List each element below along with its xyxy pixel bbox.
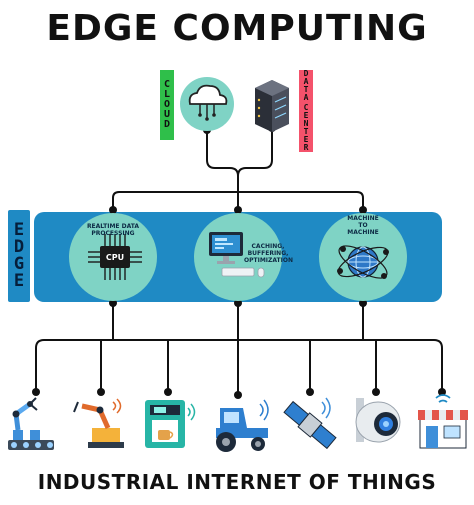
dc-label-letter: A <box>303 93 309 102</box>
caption-line: BUFFERING, <box>247 250 289 257</box>
dc-label-letter: E <box>303 135 309 144</box>
tractor-icon <box>216 399 269 452</box>
caption-line: MACHINE <box>347 229 379 236</box>
cpu-label: CPU <box>106 253 124 262</box>
edge-label-letter: E <box>13 220 25 240</box>
robot-arm-icon <box>8 397 54 450</box>
dc-label-letter: A <box>303 77 309 86</box>
edge-label-letter: E <box>13 271 25 291</box>
cloud-label-letter: O <box>163 99 171 110</box>
edge-label: E D G E <box>8 210 30 302</box>
caption-line: OPTIMIZATION <box>244 257 294 264</box>
caption-line: TO <box>358 222 368 229</box>
caption-line: MACHINE <box>347 215 379 222</box>
cloud-label-letter: C <box>163 79 171 90</box>
cloud-icon <box>180 77 234 131</box>
dc-label-letter: R <box>303 143 309 152</box>
edge-label-letter: G <box>13 254 25 274</box>
dc-label-letter: D <box>303 69 309 78</box>
caption-line: REALTIME DATA <box>86 223 140 230</box>
server-rack-icon <box>255 80 289 132</box>
dc-label-letter: C <box>303 103 309 112</box>
dc-label-letter: T <box>303 127 309 136</box>
footer-caption: INDUSTRIAL INTERNET OF THINGS <box>37 470 437 494</box>
data-center-label: D A T A C E N T E R <box>299 70 313 152</box>
edge-node-caption-3: MACHINE TO MACHINE <box>338 215 388 236</box>
cloud-label-letter: U <box>163 109 171 120</box>
cloud-label-letter: L <box>163 89 171 100</box>
top-connectors <box>112 128 364 210</box>
satellite-icon <box>283 397 337 450</box>
page-title: EDGE COMPUTING <box>46 8 428 49</box>
cloud-label: C L O U D <box>160 70 174 140</box>
bottom-connectors <box>35 302 443 395</box>
cloud-label-letter: D <box>163 119 171 130</box>
dc-label-letter: E <box>303 111 309 120</box>
smart-store-icon <box>418 394 468 449</box>
monitor-icon <box>209 232 265 278</box>
welding-robot-icon <box>73 398 124 448</box>
edge-node-caption-2: CACHING, BUFFERING, OPTIMIZATION <box>244 243 294 264</box>
edge-label-letter: D <box>13 237 25 257</box>
caption-line: PROCESSING <box>91 230 135 237</box>
edge-node-caption-1: REALTIME DATA PROCESSING <box>83 223 143 237</box>
caption-line: CACHING, <box>251 243 285 250</box>
dc-label-letter: N <box>303 119 309 128</box>
coffee-machine-icon <box>145 400 196 448</box>
dc-label-letter: T <box>303 85 309 94</box>
security-camera-icon <box>355 398 401 443</box>
network-globe-icon <box>337 245 389 279</box>
cpu-chip-icon <box>88 234 142 280</box>
